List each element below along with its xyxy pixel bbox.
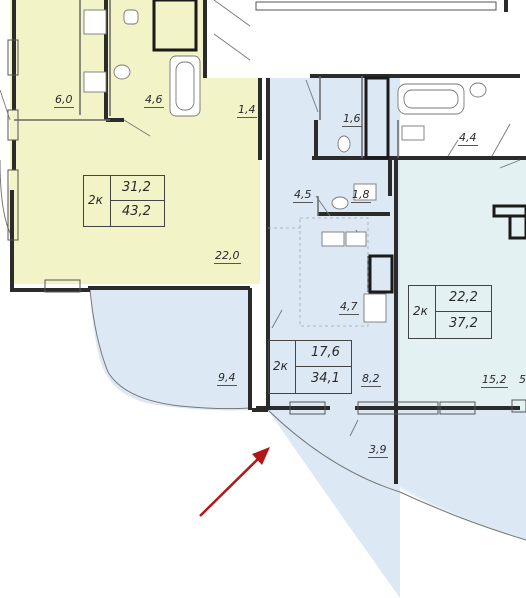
red-arrow <box>199 447 270 517</box>
apartment-teal-info: 2к 22,2 37,2 <box>408 285 492 339</box>
box-divider-h <box>110 200 164 201</box>
box-divider-h <box>435 311 491 312</box>
rooms-label: 2к <box>273 359 288 373</box>
room-area-label: 15,2 <box>481 373 508 388</box>
facade-curve <box>89 289 251 410</box>
room-area-label: 4,4 <box>458 131 478 146</box>
room-area-label: 5 <box>519 373 526 386</box>
total-area: 34,1 <box>311 371 340 386</box>
apartment-yellow-info: 2к 31,2 43,2 <box>83 175 165 227</box>
room-area-label: 1,4 <box>237 103 257 118</box>
apartment-blue-info: 2к 17,6 34,1 <box>268 340 352 394</box>
windows <box>7 1 526 415</box>
room-area-label: 8,2 <box>361 372 381 387</box>
room-area-label: 6,0 <box>54 93 74 108</box>
box-divider <box>295 341 296 393</box>
box-divider <box>435 286 436 338</box>
facade-curve-lower <box>267 409 526 541</box>
room-area-label: 4,6 <box>144 93 164 108</box>
room-area-label: 9,4 <box>217 371 237 386</box>
living-area: 22,2 <box>449 290 478 305</box>
partitions <box>14 0 399 292</box>
living-area: 17,6 <box>311 345 340 360</box>
box-divider-h <box>295 366 351 367</box>
yellow-apartment-fill <box>7 0 260 284</box>
room-area-label: 1,6 <box>342 112 362 127</box>
total-area: 43,2 <box>122 204 151 219</box>
total-area: 37,2 <box>449 316 478 331</box>
rooms-label: 2к <box>413 304 428 318</box>
room-area-label: 22,0 <box>214 249 241 264</box>
walls <box>10 0 526 484</box>
fixtures <box>83 9 487 323</box>
living-area: 31,2 <box>122 180 151 195</box>
room-area-label: 4,5 <box>293 188 313 203</box>
room-area-label: 1,8 <box>351 188 371 203</box>
room-area-label: 3,9 <box>368 443 388 458</box>
loggia-fill <box>90 290 250 411</box>
shafts <box>152 0 526 294</box>
kitchen-dashed <box>299 217 369 327</box>
box-divider <box>110 176 111 226</box>
room-area-label: 4,7 <box>339 300 359 315</box>
rooms-label: 2к <box>88 193 103 207</box>
blue-apartment-fill <box>268 78 400 598</box>
